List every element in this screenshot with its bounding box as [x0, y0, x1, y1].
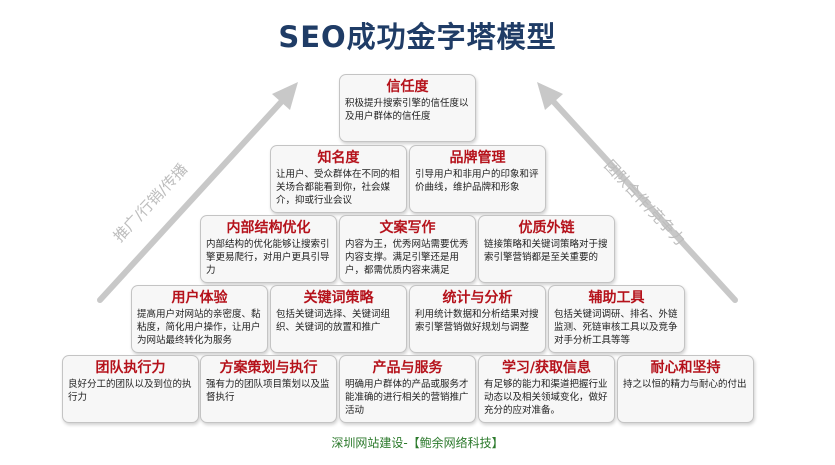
- box-desc: 明确用户群体的产品或服务才能准确的进行相关的营销推广活动: [345, 379, 469, 416]
- pyramid-box-ux: 用户体验 提高用户对网站的亲密度、黏粘度，简化用户操作，让用户为网站最终转化为服…: [131, 285, 268, 353]
- pyramid-box-structure: 内部结构优化 内部结构的优化能够让搜索引擎更易爬行，对用户更具引导力: [200, 215, 337, 283]
- pyramid-box-products: 产品与服务 明确用户群体的产品或服务才能准确的进行相关的营销推广活动: [339, 355, 476, 423]
- box-desc: 利用统计数据和分析结果对搜索引擎营销做好规划与调整: [415, 309, 539, 333]
- box-title: 统计与分析: [442, 290, 513, 306]
- box-desc: 包括关键词调研、排名、外链监测、死链审核工具以及竞争对手分析工具等等: [554, 309, 678, 346]
- pyramid-box-team-execution: 团队执行力 良好分工的团队以及到位的执行力: [62, 355, 199, 423]
- box-title: 用户体验: [171, 290, 228, 306]
- pyramid-box-copywriting: 文案写作 内容为王，优秀网站需要优秀内容支撑。满足引擎还是用户，都需优质内容来满…: [339, 215, 476, 283]
- diagram-title: SEO成功金字塔模型: [278, 20, 557, 54]
- pyramid-box-keywords: 关键词策略 包括关键词选择、关键词组织、关键词的放置和推广: [270, 285, 407, 353]
- box-desc: 链接策略和关键词策略对于搜索引擎营销都是至关重要的: [484, 239, 608, 263]
- box-title: 信任度: [386, 79, 429, 95]
- box-desc: 强有力的团队项目策划以及监督执行: [206, 379, 330, 403]
- box-title: 产品与服务: [372, 360, 443, 376]
- box-desc: 积极提升搜索引擎的信任度以及用户群体的信任度: [345, 98, 469, 122]
- footer-caption: 深圳网站建设-【鲍余网络科技】: [331, 436, 504, 450]
- box-desc: 良好分工的团队以及到位的执行力: [68, 379, 192, 403]
- left-arrow-head-icon: [272, 82, 298, 110]
- left-arrow: [97, 97, 286, 303]
- box-title: 优质外链: [518, 220, 575, 236]
- box-desc: 内容为王，优秀网站需要优秀内容支撑。满足引擎还是用户，都需优质内容来满足: [345, 239, 469, 276]
- box-desc: 包括关键词选择、关键词组织、关键词的放置和推广: [276, 309, 391, 333]
- pyramid-box-awareness: 知名度 让用户、受众群体在不同的相关场合都能看到你，社会媒介，抑或行业会议: [270, 145, 407, 213]
- box-desc: 内部结构的优化能够让搜索引擎更易爬行，对用户更具引导力: [206, 239, 330, 276]
- pyramid-box-analytics: 统计与分析 利用统计数据和分析结果对搜索引擎营销做好规划与调整: [409, 285, 546, 353]
- pyramid-box-learning: 学习/获取信息 有足够的能力和渠道把握行业动态以及相关领域变化，做好充分的应对准…: [478, 355, 615, 423]
- pyramid-box-backlinks: 优质外链 链接策略和关键词策略对于搜索引擎营销都是至关重要的: [478, 215, 615, 283]
- box-title: 品牌管理: [449, 150, 506, 166]
- right-arrow-head-icon: [537, 82, 563, 110]
- box-title: 关键词策略: [303, 290, 374, 306]
- box-title: 方案策划与执行: [219, 360, 318, 376]
- box-desc: 有足够的能力和渠道把握行业动态以及相关领域变化，做好充分的应对准备。: [484, 379, 608, 416]
- pyramid-box-trust: 信任度 积极提升搜索引擎的信任度以及用户群体的信任度: [339, 74, 476, 142]
- box-title: 耐心和坚持: [650, 360, 721, 376]
- box-desc: 引导用户和非用户的印象和评价曲线，维护品牌和形象: [415, 169, 539, 193]
- pyramid-box-persistence: 耐心和坚持 持之以恒的精力与耐心的付出: [617, 355, 754, 423]
- box-desc: 持之以恒的精力与耐心的付出: [623, 379, 747, 390]
- box-title: 文案写作: [379, 220, 436, 236]
- box-title: 内部结构优化: [226, 220, 311, 236]
- box-title: 辅助工具: [588, 290, 645, 306]
- pyramid-box-brand: 品牌管理 引导用户和非用户的印象和评价曲线，维护品牌和形象: [409, 145, 546, 213]
- box-title: 知名度: [317, 150, 360, 166]
- pyramid-box-tools: 辅助工具 包括关键词调研、排名、外链监测、死链审核工具以及竞争对手分析工具等等: [548, 285, 685, 353]
- box-desc: 让用户、受众群体在不同的相关场合都能看到你，社会媒介，抑或行业会议: [276, 169, 400, 206]
- box-desc: 提高用户对网站的亲密度、黏粘度，简化用户操作，让用户为网站最终转化为服务: [137, 309, 261, 346]
- pyramid-box-planning: 方案策划与执行 强有力的团队项目策划以及监督执行: [200, 355, 337, 423]
- right-arrow: [549, 97, 738, 303]
- box-title: 团队执行力: [95, 360, 166, 376]
- box-title: 学习/获取信息: [501, 360, 592, 376]
